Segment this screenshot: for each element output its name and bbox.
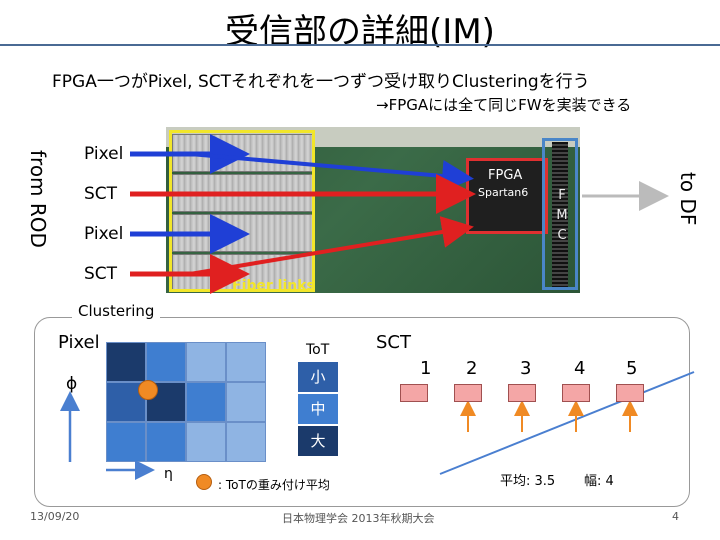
sct-number: 5 xyxy=(626,358,637,379)
sct-number: 1 xyxy=(420,358,431,379)
width-label: 幅: 4 xyxy=(584,470,614,489)
sct-strip xyxy=(508,384,536,402)
page-number: 4 xyxy=(672,510,679,523)
sct-number: 3 xyxy=(520,358,531,379)
footer-date: 13/09/20 xyxy=(30,510,79,523)
mean-label: 平均: 3.5 xyxy=(500,470,555,489)
tot-mid-box: 中 xyxy=(298,394,338,424)
footer-conference: 日本物理学会 2013年秋期大会 xyxy=(282,510,435,526)
sct-strip xyxy=(454,384,482,402)
centroid-legend-marker xyxy=(196,474,212,490)
sct-number: 2 xyxy=(466,358,477,379)
sct-strip xyxy=(400,384,428,402)
tot-label: ToT xyxy=(306,342,329,358)
sct-number: 4 xyxy=(574,358,585,379)
sct-label: SCT xyxy=(376,332,411,353)
sct-strip xyxy=(616,384,644,402)
centroid-legend-text: : ToTの重み付け平均 xyxy=(218,476,330,493)
tot-large-box: 大 xyxy=(298,426,338,456)
sct-strip xyxy=(562,384,590,402)
tot-small-box: 小 xyxy=(298,362,338,392)
